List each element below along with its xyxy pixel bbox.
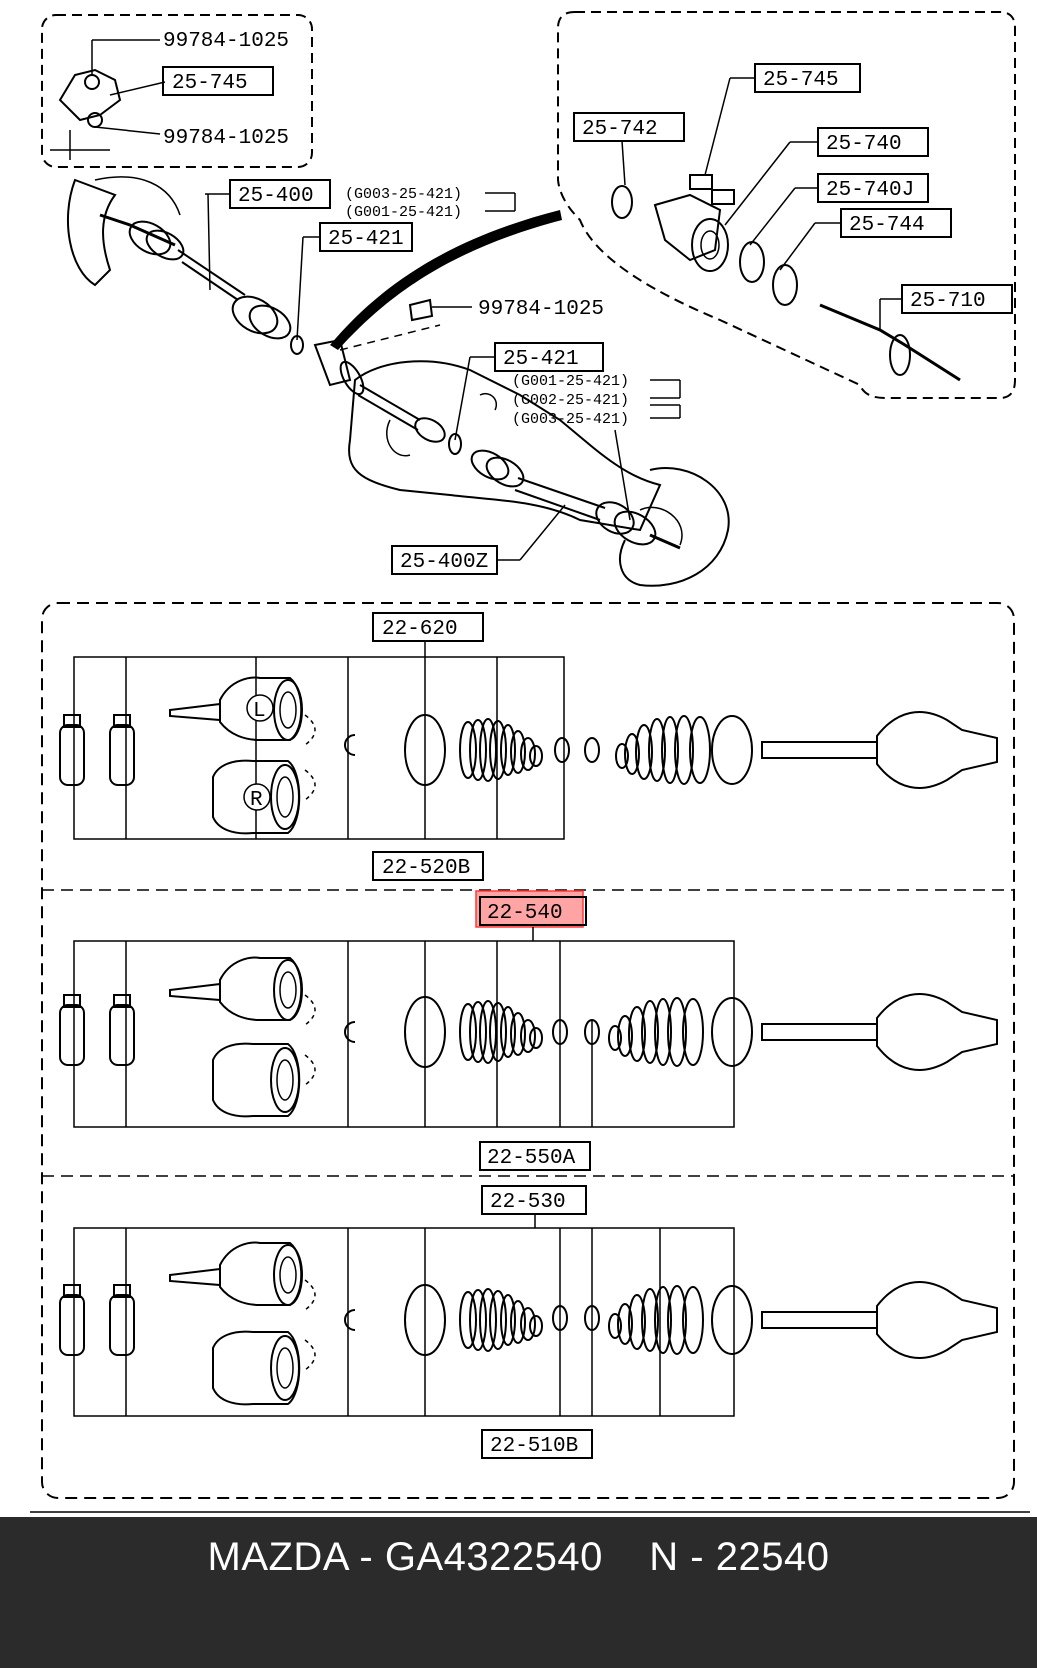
section2-bottom-code: 22-550A — [487, 1147, 576, 1170]
label-25-742: 25-742 — [582, 118, 658, 141]
footer-bar: MAZDA - GA4322540 N - 22540 — [0, 1517, 1037, 1668]
seal-icon — [772, 264, 798, 306]
label-25-421-alt2: (G002-25-421) — [512, 392, 629, 409]
drive-shaft-left — [99, 213, 292, 340]
section1-top-code: 22-620 — [382, 618, 458, 641]
sections-frame — [41, 602, 1015, 1499]
bolt-icon — [408, 298, 434, 322]
bearing-bracket-icon — [653, 193, 722, 262]
bearing-icon — [739, 241, 765, 283]
section-22-620: 22-620 L R 22-520B — [59, 612, 998, 881]
label-25-421-alt1: (G001-25-421) — [512, 373, 629, 390]
section-22-530: 22-530 22-510B — [59, 1185, 998, 1459]
footer-part-number: MAZDA - GA4322540 N - 22540 — [207, 1535, 830, 1579]
wheel-hub-right — [619, 467, 730, 587]
label-25-745-right: 25-745 — [763, 69, 839, 92]
wheel-hub-left — [66, 178, 117, 287]
label-25-400: 25-400 — [238, 185, 314, 208]
inset-left-box — [41, 14, 313, 168]
label-25-740: 25-740 — [826, 133, 902, 156]
top-assembly: 99784-1025 25-745 99784-1025 25-400 (G00… — [41, 11, 1016, 587]
section-22-540: 22-540 22-550A — [59, 890, 998, 1171]
label-25-400z: 25-400Z — [400, 551, 488, 574]
bracket-icon — [58, 68, 122, 122]
swoosh-arrow-icon — [330, 210, 562, 350]
label-inset-99784-a: 99784-1025 — [163, 30, 289, 53]
section3-bottom-code: 22-510B — [490, 1435, 578, 1458]
label-bolt-99784: 99784-1025 — [478, 298, 604, 321]
label-25-421-left: 25-421 — [328, 228, 404, 251]
label-25-421-right: 25-421 — [503, 348, 579, 371]
joint-label-r: R — [250, 789, 263, 812]
section1-bottom-code: 22-520B — [382, 857, 470, 880]
inset-right-box — [557, 11, 1016, 399]
label-25-710: 25-710 — [910, 290, 986, 313]
label-inset-99784-c: 99784-1025 — [163, 127, 289, 150]
label-25-400-alt1: (G003-25-421) — [345, 186, 462, 203]
label-25-400-alt2: (G001-25-421) — [345, 204, 462, 221]
washer-icon — [611, 185, 633, 219]
label-25-744: 25-744 — [849, 214, 925, 237]
label-inset-25-745: 25-745 — [172, 72, 248, 95]
label-25-740j: 25-740J — [826, 179, 914, 202]
drive-shaft-right — [357, 384, 681, 550]
joint-label-l: L — [253, 700, 266, 723]
label-25-421-alt3: (G003-25-421) — [512, 411, 629, 428]
parts-diagram: 99784-1025 25-745 99784-1025 25-400 (G00… — [30, 11, 1030, 1513]
section3-top-code: 22-530 — [490, 1191, 566, 1214]
section2-top-code: 22-540 — [487, 902, 563, 925]
